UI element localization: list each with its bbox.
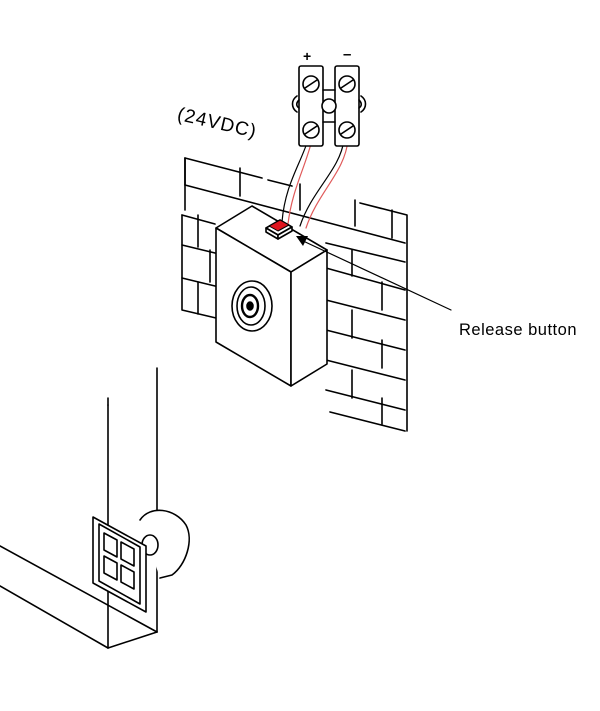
magnet-face-icon: [232, 281, 272, 331]
release-pointer: [296, 236, 451, 310]
release-button-label: Release button: [459, 321, 577, 339]
terminal-block-icon: [293, 66, 366, 146]
armature-plate-icon: [93, 510, 189, 612]
door-holder-box: [216, 206, 327, 386]
wires: [282, 140, 348, 228]
terminal-minus-label: –: [343, 46, 352, 63]
brick-wall: [182, 158, 407, 431]
release-button-icon: [266, 220, 292, 239]
door: [0, 368, 157, 648]
terminal-plus-label: +: [303, 48, 312, 64]
